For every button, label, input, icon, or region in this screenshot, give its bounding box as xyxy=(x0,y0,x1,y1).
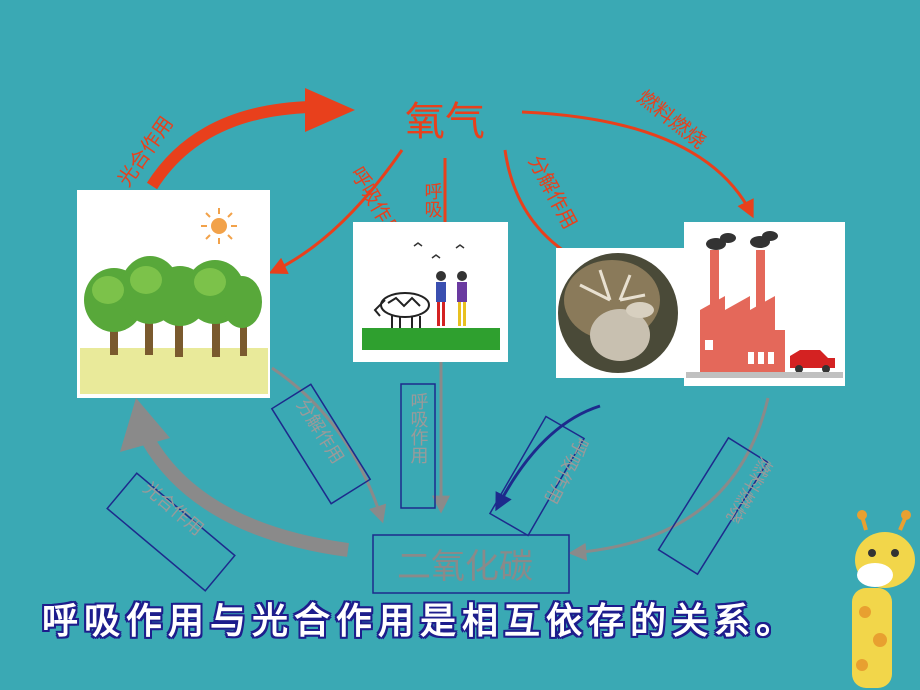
oxygen-to-plants-arrow xyxy=(268,149,404,275)
decomposers-to-co2-arrow xyxy=(495,404,601,512)
sun-icon xyxy=(201,208,237,244)
factory-to-co2-arrow xyxy=(568,397,770,561)
animals-image xyxy=(353,222,508,362)
birds-icon xyxy=(413,242,465,259)
giraffe-icon xyxy=(852,510,915,688)
combustion-label-box: 燃料燃烧 xyxy=(657,436,776,576)
photosynthesis-arrow-to-plants xyxy=(120,398,349,557)
people-icon xyxy=(436,271,467,326)
co2-label: 二氧化碳 xyxy=(397,547,533,587)
decomposer-respiration-label-bottom: 呼吸作用 xyxy=(540,434,592,507)
oxygen-to-decomposers-arrow xyxy=(503,149,571,257)
decomposer-respiration-label-box: 呼吸作用 xyxy=(488,415,592,537)
animals-respiration-label-bottom: 呼吸作用 xyxy=(408,392,429,464)
photosynthesis-label-top: 光合作用 xyxy=(112,112,178,191)
plants-image xyxy=(77,190,270,398)
photosynthesis-label-box: 光合作用 xyxy=(106,472,236,592)
oxygen-node: 氧气 xyxy=(405,99,485,145)
photosynthesis-arrow-to-oxygen xyxy=(146,88,355,190)
smoke-icon xyxy=(706,231,778,250)
car-icon xyxy=(790,350,835,373)
co2-node: 二氧化碳 xyxy=(372,534,570,594)
oxygen-to-factory-arrow xyxy=(521,110,754,219)
animals-respiration-label-top: 呼吸 xyxy=(422,182,443,218)
decomposers-image xyxy=(556,248,684,378)
decomposer-label-box: 分解作用 xyxy=(270,383,372,505)
combustion-label-bottom: 燃料燃烧 xyxy=(722,454,776,527)
animals-respiration-label-box: 呼吸作用 xyxy=(400,383,436,509)
factory-image xyxy=(684,222,845,386)
conclusion-caption: 呼吸作用与光合作用是相互依存的关系。 xyxy=(42,601,799,642)
cow-icon xyxy=(373,292,430,328)
plants-to-co2-arrow xyxy=(271,366,387,524)
